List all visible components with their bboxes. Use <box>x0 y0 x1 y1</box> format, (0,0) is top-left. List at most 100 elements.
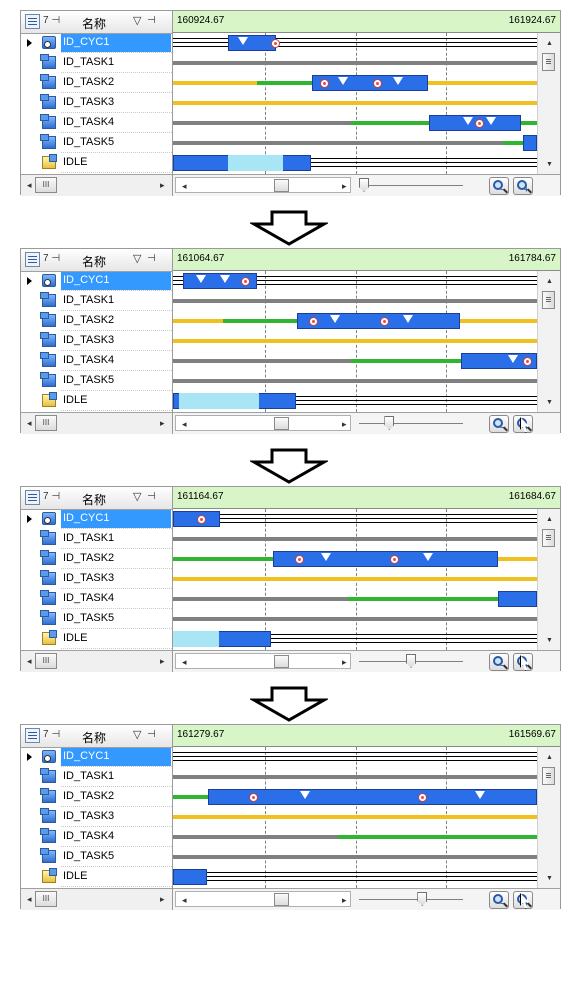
name-column-header[interactable]: 名称 <box>81 255 106 269</box>
trace-track-area[interactable] <box>173 509 537 650</box>
column-settings-icon[interactable] <box>25 252 40 267</box>
event-marker-icon[interactable] <box>475 119 484 128</box>
scroll-down-arrow-icon[interactable]: ▼ <box>546 399 553 406</box>
task-row[interactable]: ID_TASK5 <box>21 847 172 867</box>
task-list-horizontal-scrollbar[interactable]: ◂ III ▸ <box>21 650 172 672</box>
running-segment[interactable] <box>208 789 537 805</box>
scroll-up-arrow-icon[interactable]: ▲ <box>546 278 553 285</box>
task-row[interactable]: ID_TASK2 <box>21 311 172 331</box>
scroll-right-arrow-icon[interactable]: ▸ <box>342 419 347 429</box>
zoom-in-button[interactable]: + <box>513 891 533 909</box>
scroll-thumb[interactable] <box>274 417 289 430</box>
trace-track-area[interactable] <box>173 747 537 888</box>
task-row[interactable]: ID_CYC1 <box>21 509 172 529</box>
zoom-slider-thumb[interactable] <box>384 416 395 430</box>
task-row[interactable]: ID_TASK3 <box>21 93 172 113</box>
task-row[interactable]: ID_TASK3 <box>21 569 172 589</box>
service-call-marker-icon[interactable] <box>393 77 403 85</box>
pin-icon[interactable]: ⊣ <box>147 729 156 740</box>
pin-icon[interactable]: ⊣ <box>147 491 156 502</box>
scroll-thumb[interactable] <box>542 767 555 785</box>
scroll-thumb[interactable] <box>542 53 555 71</box>
zoom-slider-thumb[interactable] <box>406 654 416 668</box>
trace-horizontal-scrollbar[interactable]: ◂ ▸ <box>175 177 351 193</box>
scroll-down-arrow-icon[interactable]: ▼ <box>546 161 553 168</box>
scroll-thumb[interactable] <box>274 655 289 668</box>
service-call-marker-icon[interactable] <box>196 275 206 283</box>
trace-horizontal-scrollbar[interactable]: ◂ ▸ <box>175 415 351 431</box>
scroll-left-arrow-icon[interactable]: ◂ <box>27 894 32 904</box>
scroll-right-arrow-icon[interactable]: ▸ <box>342 181 347 191</box>
task-list-horizontal-scrollbar[interactable]: ◂ III ▸ <box>21 412 172 434</box>
scroll-left-arrow-icon[interactable]: ◂ <box>182 181 187 191</box>
column-settings-icon[interactable] <box>25 490 40 505</box>
service-call-marker-icon[interactable] <box>508 355 518 363</box>
idle-segment[interactable] <box>173 631 219 647</box>
pin-icon[interactable]: ⊣ <box>147 253 156 264</box>
scroll-up-arrow-icon[interactable]: ▲ <box>546 754 553 761</box>
trace-vertical-scrollbar[interactable]: ▲ ▼ <box>537 747 560 888</box>
scroll-thumb[interactable] <box>274 179 289 192</box>
task-row[interactable]: ID_CYC1 <box>21 271 172 291</box>
zoom-out-button[interactable]: − <box>489 415 509 433</box>
zoom-out-button[interactable]: − <box>489 891 509 909</box>
task-row[interactable]: ID_TASK2 <box>21 73 172 93</box>
service-call-marker-icon[interactable] <box>423 553 433 561</box>
zoom-out-button[interactable]: − <box>489 653 509 671</box>
service-call-marker-icon[interactable] <box>321 553 331 561</box>
trace-vertical-scrollbar[interactable]: ▲ ▼ <box>537 33 560 174</box>
pin-icon[interactable]: 7 ⊣ <box>43 253 61 264</box>
event-marker-icon[interactable] <box>241 277 250 286</box>
task-row[interactable]: ID_CYC1 <box>21 747 172 767</box>
trace-track-area[interactable] <box>173 271 537 412</box>
zoom-slider-track[interactable] <box>359 185 463 186</box>
scroll-right-arrow-icon[interactable]: ▸ <box>342 895 347 905</box>
running-segment[interactable] <box>273 551 498 567</box>
trace-track-area[interactable] <box>173 33 537 174</box>
task-row[interactable]: IDLE <box>21 153 172 173</box>
task-row[interactable]: ID_TASK1 <box>21 529 172 549</box>
trace-vertical-scrollbar[interactable]: ▲ ▼ <box>537 271 560 412</box>
task-row[interactable]: ID_TASK5 <box>21 371 172 391</box>
name-column-header[interactable]: 名称 <box>81 731 106 745</box>
scroll-up-arrow-icon[interactable]: ▲ <box>546 516 553 523</box>
running-segment[interactable] <box>461 353 537 369</box>
running-segment[interactable] <box>312 75 428 91</box>
scroll-left-arrow-icon[interactable]: ◂ <box>182 657 187 667</box>
trace-vertical-scrollbar[interactable]: ▲ ▼ <box>537 509 560 650</box>
service-call-marker-icon[interactable] <box>463 117 473 125</box>
event-marker-icon[interactable] <box>373 79 382 88</box>
column-settings-icon[interactable] <box>25 728 40 743</box>
zoom-in-button[interactable]: + <box>513 177 533 195</box>
name-column-header[interactable]: 名称 <box>81 17 106 31</box>
pin-icon[interactable]: ⊣ <box>147 15 156 26</box>
task-row[interactable]: ID_TASK3 <box>21 807 172 827</box>
task-row[interactable]: ID_TASK4 <box>21 589 172 609</box>
task-row[interactable]: ID_TASK1 <box>21 767 172 787</box>
task-row[interactable]: ID_TASK1 <box>21 291 172 311</box>
running-segment[interactable] <box>173 869 207 885</box>
service-call-marker-icon[interactable] <box>475 791 485 799</box>
idle-segment[interactable] <box>179 393 259 409</box>
service-call-marker-icon[interactable] <box>238 37 248 45</box>
zoom-out-button[interactable]: − <box>489 177 509 195</box>
running-segment[interactable] <box>498 591 537 607</box>
scroll-left-arrow-icon[interactable]: ◂ <box>27 656 32 666</box>
trace-horizontal-scrollbar[interactable]: ◂ ▸ <box>175 891 351 907</box>
task-row[interactable]: ID_TASK5 <box>21 609 172 629</box>
zoom-slider-track[interactable] <box>359 899 463 900</box>
trace-horizontal-scrollbar[interactable]: ◂ ▸ <box>175 653 351 669</box>
task-row[interactable]: ID_TASK2 <box>21 549 172 569</box>
event-marker-icon[interactable] <box>380 317 389 326</box>
scroll-left-arrow-icon[interactable]: ◂ <box>182 895 187 905</box>
scroll-thumb[interactable]: III <box>35 653 57 669</box>
scroll-thumb[interactable]: III <box>35 177 57 193</box>
zoom-slider-thumb[interactable] <box>359 178 369 192</box>
zoom-slider-thumb[interactable] <box>417 892 428 906</box>
zoom-in-button[interactable]: + <box>513 415 533 433</box>
scroll-up-arrow-icon[interactable]: ▲ <box>546 40 553 47</box>
event-marker-icon[interactable] <box>309 317 318 326</box>
idle-segment[interactable] <box>228 155 283 171</box>
scroll-left-arrow-icon[interactable]: ◂ <box>27 418 32 428</box>
service-call-marker-icon[interactable] <box>300 791 310 799</box>
